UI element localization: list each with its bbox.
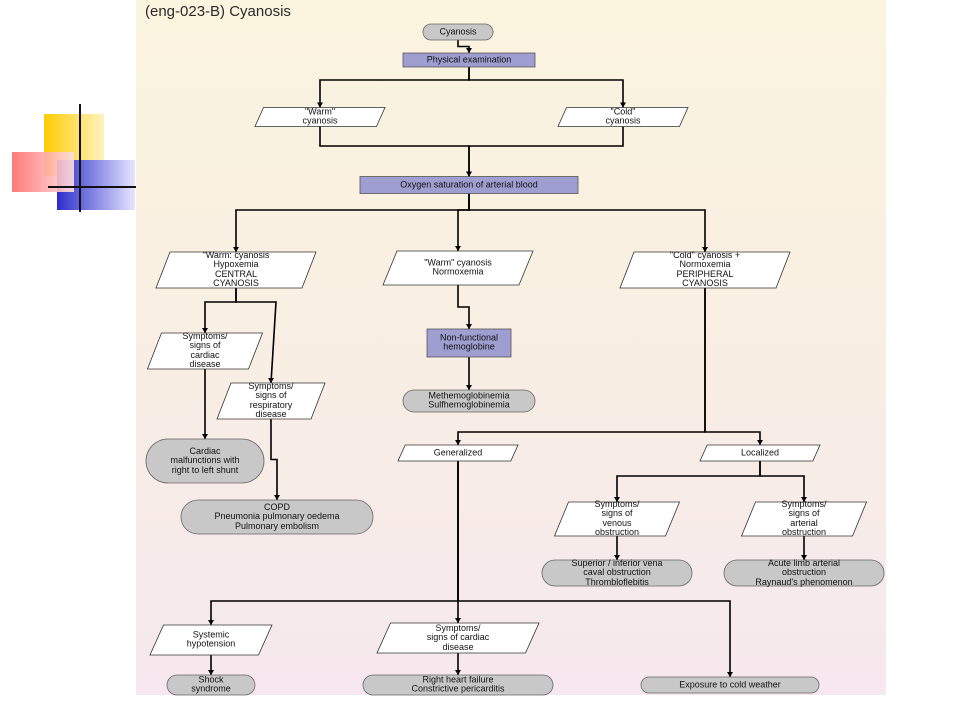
arrowhead-generalized-to-exposure [727, 672, 733, 677]
edge-warm_normo-to-nonfunc [457, 285, 470, 329]
node-exposure [640, 676, 820, 694]
edge-warm_central-to-sym_resp [235, 288, 277, 384]
arrowhead-physical-to-cold1 [620, 102, 626, 108]
node-label-physical: Physical examination [426, 54, 512, 65]
node-sym-resp [216, 382, 326, 420]
arrowhead-oxygen-to-warm_normo [455, 246, 461, 251]
node-label-sym-cardiac2: Symptoms/ signs of cardiac disease [426, 622, 490, 652]
node-label-sym-resp: Symptoms/ signs of respiratory disease [248, 381, 294, 420]
arrowhead-cold_periph-to-generalized [455, 440, 461, 445]
arrowhead-sym_venous-to-superior [614, 555, 620, 560]
node-shock [166, 674, 256, 696]
edge-generalized-to-systemic [210, 461, 459, 625]
arrowhead-oxygen-to-cold_periph [702, 247, 708, 252]
node-localized [699, 444, 821, 462]
arrowhead-sym_arterial-to-acute [801, 555, 807, 560]
node-methemo [402, 389, 536, 413]
node-label-cyanosis: Cyanosis [439, 26, 477, 37]
edge-generalized-to-exposure [457, 461, 731, 677]
edge-physical-to-warm1 [319, 67, 470, 108]
edge-warm_central-to-sym_cardiac1 [204, 288, 237, 333]
edge-sym_resp-to-copd [270, 419, 278, 500]
node-rhf [362, 674, 554, 696]
node-cold-periph [619, 251, 791, 289]
arrowhead-sym_resp-to-copd [274, 495, 280, 500]
node-sym-cardiac2 [376, 622, 540, 654]
node-label-sym-arterial: Symptoms/ signs of arterial obstruction [781, 499, 827, 538]
node-label-shock: Shock syndrome [191, 674, 231, 694]
arrowhead-cold1-to-oxygen [466, 171, 472, 177]
arrowhead-sym_cardiac2-to-rhf [455, 670, 461, 675]
edge-localized-to-sym_arterial [759, 461, 805, 502]
arrowhead-cyanosis-to-physical [466, 48, 472, 53]
node-label-warm1: "Warm" cyanosis [302, 106, 338, 126]
arrowhead-warm_central-to-sym_resp [268, 378, 274, 383]
node-label-nonfunc: Non-functional hemoglobine [439, 332, 499, 352]
node-label-copd: COPD Pneumonia pulmonary oedema Pulmonar… [214, 501, 340, 531]
arrowhead-systemic-to-shock [208, 670, 214, 675]
edge-cold_periph-to-generalized [457, 288, 706, 445]
node-warm-normo [382, 250, 534, 286]
node-generalized [397, 444, 519, 462]
node-label-generalized: Generalized [433, 447, 483, 458]
node-label-methemo: Methemoglobinemia Sulfhemoglobinemia [428, 390, 510, 410]
node-acute [723, 559, 885, 587]
node-cyanosis [422, 23, 494, 41]
arrowhead-generalized-to-systemic [208, 620, 214, 625]
node-sym-arterial [740, 501, 868, 537]
node-label-oxygen: Oxygen saturation of arterial blood [400, 179, 538, 190]
node-sym-cardiac1 [146, 332, 264, 370]
node-sym-venous [553, 501, 681, 537]
node-oxygen [359, 176, 579, 194]
node-label-cold1: "Cold" cyanosis [605, 106, 641, 126]
node-physical [402, 52, 536, 68]
arrowhead-generalized-to-sym_cardiac2 [455, 618, 461, 623]
edge-localized-to-sym_venous [616, 461, 761, 502]
node-label-cardiac-malf: Cardiac malfunctions with right to left … [170, 445, 240, 475]
node-label-localized: Localized [740, 447, 780, 458]
node-warm1 [254, 107, 386, 127]
node-superior [541, 559, 693, 587]
arrowhead-nonfunc-to-methemo [466, 385, 472, 390]
edge-warm1-to-oxygen [319, 126, 470, 177]
arrowhead-physical-to-warm1 [317, 102, 323, 108]
node-cold1 [557, 107, 689, 127]
edge-physical-to-cold1 [468, 67, 624, 108]
node-label-cold-periph: "Cold" cyanosis + Normoxemia PERIPHERAL … [669, 250, 741, 289]
edge-cold_periph-to-localized [704, 288, 761, 445]
arrowhead-oxygen-to-warm_central [233, 247, 239, 252]
node-label-sym-cardiac1: Symptoms/ signs of cardiac disease [182, 331, 228, 370]
node-label-acute: Acute limb arterial obstruction Raynaud'… [755, 557, 853, 587]
node-label-rhf: Right heart failure Constrictive pericar… [411, 674, 505, 694]
arrowhead-sym_cardiac1-to-cardiac_malf [202, 434, 208, 439]
edge-cold1-to-oxygen [468, 126, 624, 177]
edge-oxygen-to-warm_normo [457, 193, 470, 251]
node-systemic [149, 624, 273, 656]
decorative-squares [12, 104, 136, 212]
node-warm-central [155, 251, 317, 289]
arrowhead-localized-to-sym_arterial [801, 497, 807, 502]
arrowhead-localized-to-sym_venous [614, 497, 620, 502]
arrowhead-cold_periph-to-localized [757, 440, 763, 445]
node-label-superior: Superior / inferior vena caval obstructi… [571, 557, 663, 587]
edge-cyanosis-to-physical [457, 40, 470, 53]
slide-title: (eng-023-B) Cyanosis [145, 3, 291, 20]
node-label-exposure: Exposure to cold weather [679, 679, 781, 690]
node-label-warm-normo: "Warm" cyanosis Normoxemia [424, 257, 492, 277]
node-label-systemic: Systemic hypotension [186, 629, 236, 649]
edge-oxygen-to-cold_periph [468, 193, 706, 252]
arrowhead-warm_normo-to-nonfunc [466, 324, 472, 329]
node-cardiac-malf [145, 438, 265, 484]
node-label-warm-central: "Warm: cyanosis Hypoxemia CENTRAL CYANOS… [202, 250, 270, 289]
arrowhead-warm_central-to-sym_cardiac1 [202, 328, 208, 333]
node-label-sym-venous: Symptoms/ signs of venous obstruction [594, 499, 640, 538]
deco-red-square [12, 152, 74, 192]
node-copd [180, 499, 374, 535]
edge-oxygen-to-warm_central [235, 193, 470, 252]
node-nonfunc [426, 328, 512, 358]
